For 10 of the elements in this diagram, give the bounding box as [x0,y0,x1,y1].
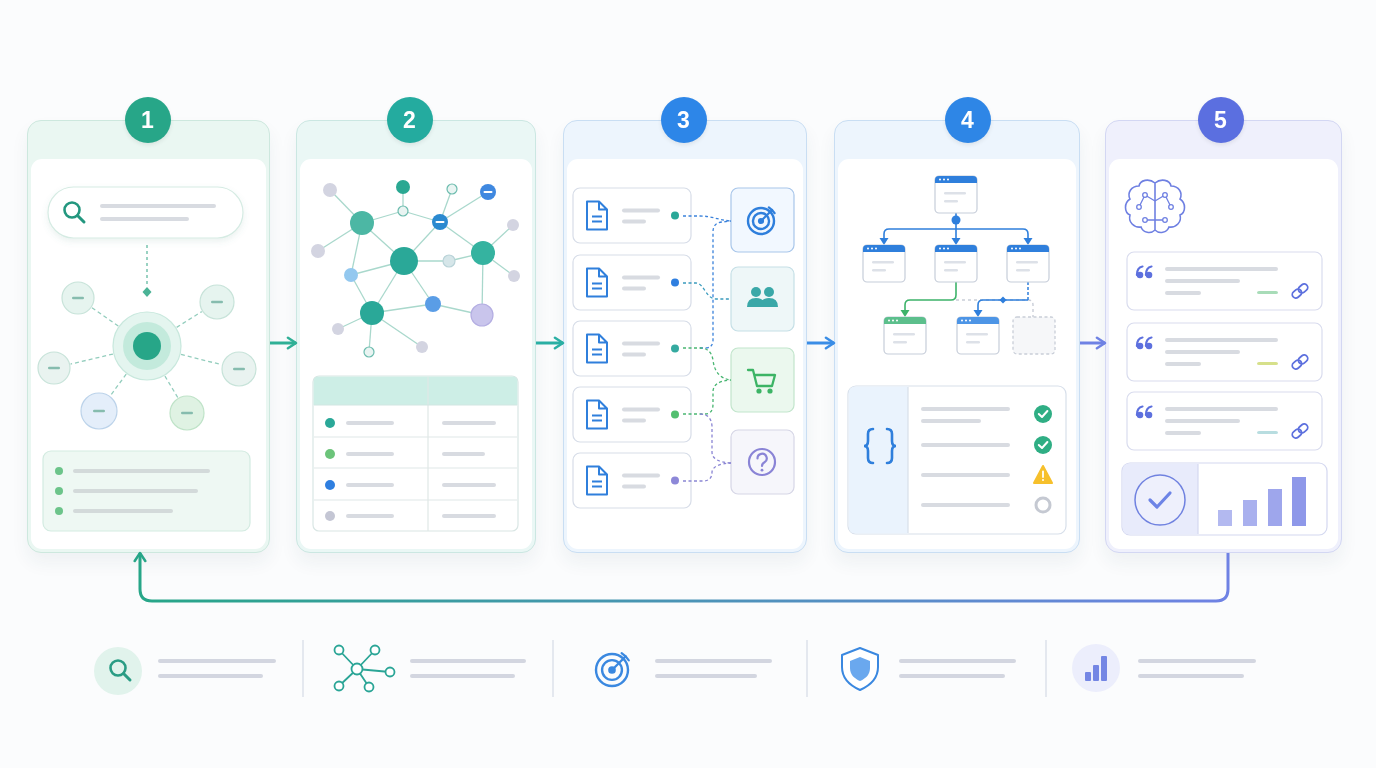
arrow [536,336,565,350]
arrow [270,336,298,350]
arrow [807,336,836,350]
step-number-badge: 1 [124,96,171,143]
step-number-badge: 4 [944,96,991,143]
step-number-badge: 3 [660,96,707,143]
step-number-badge: 2 [386,96,433,143]
loop-back-arrow [133,551,1230,603]
step-number-badge: 5 [1197,96,1244,143]
arrow [1080,336,1107,350]
